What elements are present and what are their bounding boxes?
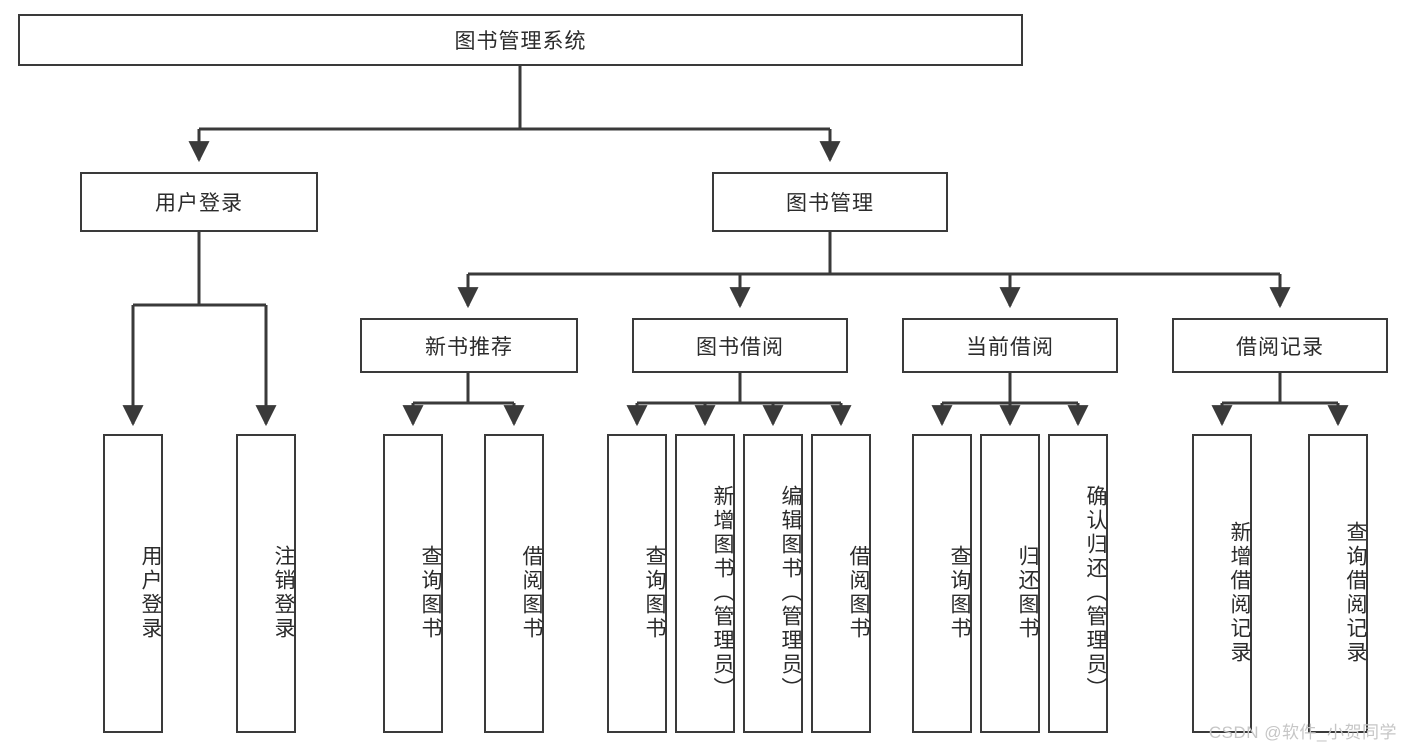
node-current-borrow[interactable]: 当前借阅 xyxy=(902,318,1118,373)
node-leaf-user-login-label: 用户登录 xyxy=(139,544,162,641)
node-leaf-query-record[interactable]: 查询借阅记录 xyxy=(1308,434,1368,733)
node-current-borrow-label: 当前借阅 xyxy=(966,335,1054,359)
node-book-manage[interactable]: 图书管理 xyxy=(712,172,948,232)
node-leaf-borrow-book-1-label: 借阅图书 xyxy=(520,544,543,641)
node-leaf-return-book[interactable]: 归还图书 xyxy=(980,434,1040,733)
node-leaf-edit-book[interactable]: 编辑图书（管理员） xyxy=(743,434,803,733)
node-leaf-query-book-1[interactable]: 查询图书 xyxy=(383,434,443,733)
node-book-manage-label: 图书管理 xyxy=(786,192,874,215)
node-leaf-user-logout-label: 注销登录 xyxy=(272,544,295,641)
node-leaf-add-book[interactable]: 新增图书（管理员） xyxy=(675,434,735,733)
node-root[interactable]: 图书管理系统 xyxy=(18,14,1023,66)
node-book-borrow-label: 图书借阅 xyxy=(696,335,784,359)
node-leaf-confirm-return[interactable]: 确认归还（管理员） xyxy=(1048,434,1108,733)
node-leaf-add-book-label: 新增图书（管理员） xyxy=(711,484,734,701)
node-user-login-label: 用户登录 xyxy=(155,192,243,215)
node-borrow-record-label: 借阅记录 xyxy=(1236,335,1324,359)
node-leaf-query-book-3[interactable]: 查询图书 xyxy=(912,434,972,733)
node-user-login[interactable]: 用户登录 xyxy=(80,172,318,232)
node-leaf-query-book-2-label: 查询图书 xyxy=(643,544,666,641)
node-leaf-edit-book-label: 编辑图书（管理员） xyxy=(779,484,802,701)
node-leaf-borrow-book-2[interactable]: 借阅图书 xyxy=(811,434,871,733)
node-borrow-record[interactable]: 借阅记录 xyxy=(1172,318,1388,373)
node-leaf-add-record[interactable]: 新增借阅记录 xyxy=(1192,434,1252,733)
node-leaf-query-book-1-label: 查询图书 xyxy=(419,544,442,641)
node-book-borrow[interactable]: 图书借阅 xyxy=(632,318,848,373)
node-leaf-add-record-label: 新增借阅记录 xyxy=(1228,520,1251,665)
node-leaf-user-logout[interactable]: 注销登录 xyxy=(236,434,296,733)
node-leaf-query-record-label: 查询借阅记录 xyxy=(1344,520,1367,665)
node-new-book-rec[interactable]: 新书推荐 xyxy=(360,318,578,373)
node-leaf-return-book-label: 归还图书 xyxy=(1016,544,1039,641)
watermark: CSDN @软件_小贺同学 xyxy=(1208,723,1397,742)
node-leaf-query-book-3-label: 查询图书 xyxy=(948,544,971,641)
node-leaf-query-book-2[interactable]: 查询图书 xyxy=(607,434,667,733)
node-root-label: 图书管理系统 xyxy=(454,30,587,53)
node-leaf-user-login[interactable]: 用户登录 xyxy=(103,434,163,733)
node-leaf-borrow-book-1[interactable]: 借阅图书 xyxy=(484,434,544,733)
node-new-book-rec-label: 新书推荐 xyxy=(425,335,513,359)
node-leaf-confirm-return-label: 确认归还（管理员） xyxy=(1084,484,1107,701)
node-leaf-borrow-book-2-label: 借阅图书 xyxy=(847,544,870,641)
